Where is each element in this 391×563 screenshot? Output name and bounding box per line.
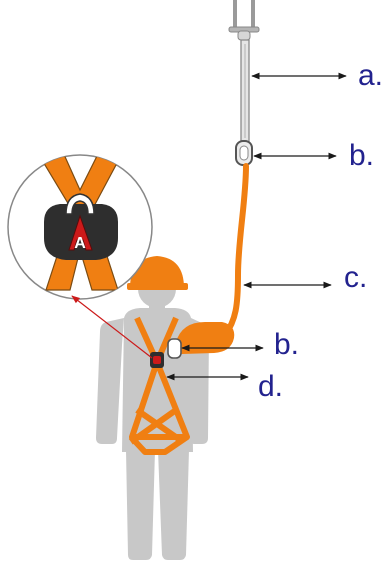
inset-detail: [7, 154, 153, 300]
label-a: a.: [358, 59, 384, 92]
d-ring-icon: [150, 352, 164, 368]
lanyard: [222, 163, 249, 338]
carabiner-icon: [167, 338, 182, 359]
worker-figure: [96, 270, 209, 560]
inset-pointer-line: [71, 295, 153, 359]
label-b-top: b.: [349, 139, 375, 172]
label-d: d.: [258, 370, 284, 403]
label-b-bottom: b.: [274, 328, 300, 361]
label-arrows: [166, 72, 347, 381]
anchor-hook-icon: [228, 0, 260, 147]
inset-letter: A: [74, 235, 86, 252]
carabiner-icon: [235, 140, 253, 166]
label-c: c.: [344, 261, 368, 294]
helmet-icon: [127, 256, 188, 290]
